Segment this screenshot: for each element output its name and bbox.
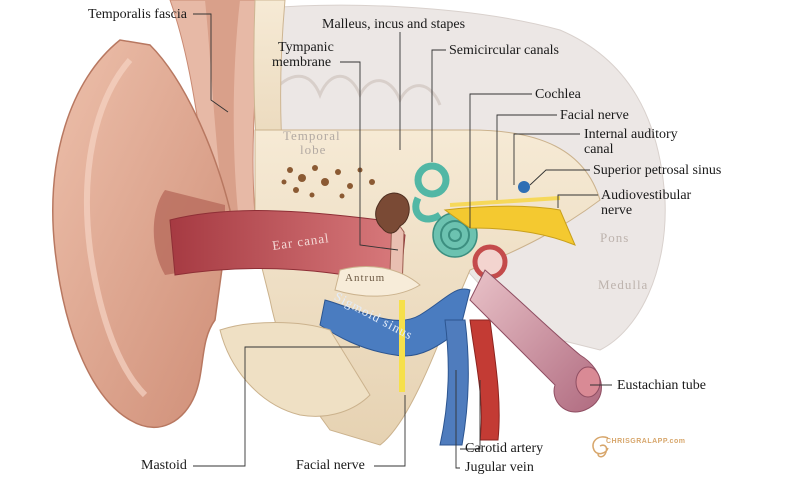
label-audiovestibular-nerve-2: nerve — [601, 203, 633, 218]
region-medulla: Medulla — [598, 277, 649, 292]
region-pons: Pons — [600, 230, 630, 245]
carotid-artery-shape — [469, 319, 500, 441]
credit-text: CHRISGRALAPP.com — [606, 438, 686, 445]
superior-petrosal-sinus-shape — [518, 181, 530, 193]
label-jugular-vein: Jugular vein — [465, 460, 534, 475]
label-ossicles: Malleus, incus and stapes — [322, 17, 466, 32]
label-cochlea: Cochlea — [535, 87, 581, 102]
region-temporal-lobe-2: lobe — [300, 142, 327, 157]
label-internal-auditory-canal-2: canal — [584, 142, 614, 157]
eustachian-opening — [575, 366, 601, 398]
mastoid-air-cells — [281, 165, 375, 199]
label-internal-auditory-canal: Internal auditory — [584, 127, 678, 142]
label-superior-petrosal-sinus: Superior petrosal sinus — [593, 163, 722, 178]
semicircular-canals-shape — [412, 162, 450, 223]
signature-logo — [586, 432, 616, 460]
label-mastoid: Mastoid — [141, 458, 187, 473]
region-antrum: Antrum — [345, 272, 386, 284]
pinna-rim — [83, 58, 148, 398]
label-audiovestibular-nerve: Audiovestibular — [601, 188, 692, 203]
pinna — [52, 39, 231, 429]
label-facial-nerve-top: Facial nerve — [560, 108, 629, 123]
label-carotid-artery: Carotid artery — [465, 441, 544, 456]
label-temporalis-fascia: Temporalis fascia — [88, 7, 187, 22]
leader-lines — [193, 13, 612, 469]
label-facial-nerve-bottom: Facial nerve — [296, 458, 365, 473]
label-eustachian-tube: Eustachian tube — [617, 378, 707, 393]
temporalis-muscle — [205, 0, 240, 214]
antrum-shape — [334, 265, 421, 297]
mastoid-tip — [219, 322, 371, 417]
ossicles — [375, 192, 410, 234]
jugular-vein-shape — [439, 319, 469, 446]
carotid-canal-ring — [472, 244, 508, 280]
label-tympanic-membrane: Tympanic — [278, 40, 334, 55]
eustachian-tube-shape — [469, 269, 602, 413]
label-semicircular-canals: Semicircular canals — [449, 43, 560, 58]
facial-nerve-upper-shape — [449, 196, 561, 207]
region-temporal-lobe: Temporal — [283, 128, 341, 143]
label-tympanic-membrane-2: membrane — [272, 55, 332, 70]
audiovestibular-nerve-shape — [443, 205, 576, 246]
